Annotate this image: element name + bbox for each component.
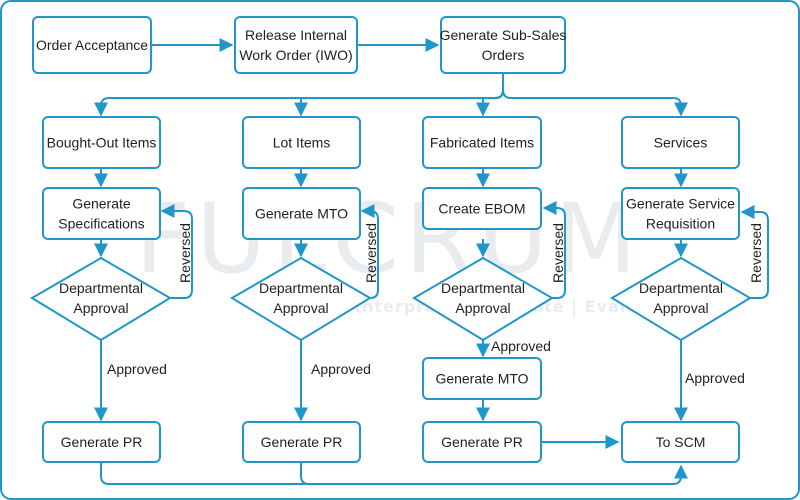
generate-pr-label-3: Generate PR [441,434,523,450]
services-label: Services [654,135,708,151]
node-label-line: Fabricated Items [430,135,534,151]
node-label-line: Orders [482,47,525,63]
reversed-label-3: Reversed [550,223,566,283]
approved-label-4: Approved [685,370,745,386]
node-label-line: Generate Sub-Sales [440,27,567,43]
approved-label-3: Approved [491,338,551,354]
node-label-line: Approval [73,300,128,316]
edges [94,38,769,485]
reversed-label-1: Reversed [177,223,193,283]
node-label-line: Departmental [639,280,723,296]
node-label-line: Lot Items [273,135,331,151]
lot-items-label: Lot Items [273,135,331,151]
lot-items-box [242,116,361,169]
node-label-line: Generate PR [61,434,143,450]
sub-sales-box [440,16,566,74]
generate-pr-box-2 [242,421,361,463]
node-label-line: Generate PR [441,434,523,450]
node-label-line: Order Acceptance [36,37,148,53]
edge-reversed-2 [360,204,379,299]
reversed-label-4: Reversed [748,223,764,283]
node-label-line: Generate MTO [255,206,348,222]
fabricated-items-box [422,116,542,169]
fabricated-items-label: Fabricated Items [430,135,534,151]
create-ebom-box [422,187,542,230]
approval-diamond-3 [412,256,554,342]
node-label-line: Bought-Out Items [47,135,157,151]
release-iwo-box [234,16,358,74]
generate-mto-lot-box [242,187,361,240]
reversed-label-2: Reversed [363,223,379,283]
to-scm-label: To SCM [656,434,706,450]
approval-diamond-1 [30,256,172,342]
node-label-line: Generate [72,196,131,212]
node-label-line: Specifications [58,216,144,232]
node-label-line: Release Internal [245,27,347,43]
approval-diamond-2 [230,256,372,342]
order-acceptance-label: Order Acceptance [36,37,148,53]
generate-mto-fab-box [422,357,542,400]
edge-pr2-to-scm [300,462,310,485]
approved-label-1: Approved [107,361,167,377]
generate-service-requisition-box [621,187,740,240]
node-label-line: Generate Service [626,196,735,212]
node-label-line: Departmental [259,280,343,296]
bought-out-items-label: Bought-Out Items [47,135,157,151]
create-ebom-label: Create EBOM [438,201,525,217]
node-label-line: To SCM [656,434,706,450]
bought-out-items-box [42,116,161,169]
edge-reversed-4 [740,205,769,299]
to-scm-box [621,421,740,463]
node-label-line: Work Order (IWO) [239,47,352,63]
node-label-line: Departmental [441,280,525,296]
generate-pr-box-1 [42,421,161,463]
generate-pr-label-1: Generate PR [61,434,143,450]
generate-pr-box-3 [422,421,542,463]
node-label-line: Create EBOM [438,201,525,217]
edge-pr1-to-scm [100,462,688,485]
node-label-line: Departmental [59,280,143,296]
node-label-line: Approval [653,300,708,316]
order-acceptance-box [32,16,152,74]
services-box [621,116,740,169]
edge-reversed-1 [160,204,193,299]
approval-diamond-4 [610,256,752,342]
generate-mto-lot-label: Generate MTO [255,206,348,222]
node-label-line: Generate PR [261,434,343,450]
approved-label-2: Approved [311,361,371,377]
edge-split-services [502,89,688,117]
watermark-main: FULCRUM [135,183,643,295]
node-label-line: Generate MTO [435,371,528,387]
node-label-line: Approval [273,300,328,316]
node-label-line: Requisition [646,216,715,232]
node-label-line: Approval [455,300,510,316]
nodes [30,16,752,463]
edge-labels: Approved Approved Approved Approved Reve… [107,223,764,386]
generate-specifications-box [42,187,161,240]
edge-reversed-3 [542,201,566,299]
generate-mto-fab-label: Generate MTO [435,371,528,387]
node-label-line: Services [654,135,708,151]
generate-pr-label-2: Generate PR [261,434,343,450]
